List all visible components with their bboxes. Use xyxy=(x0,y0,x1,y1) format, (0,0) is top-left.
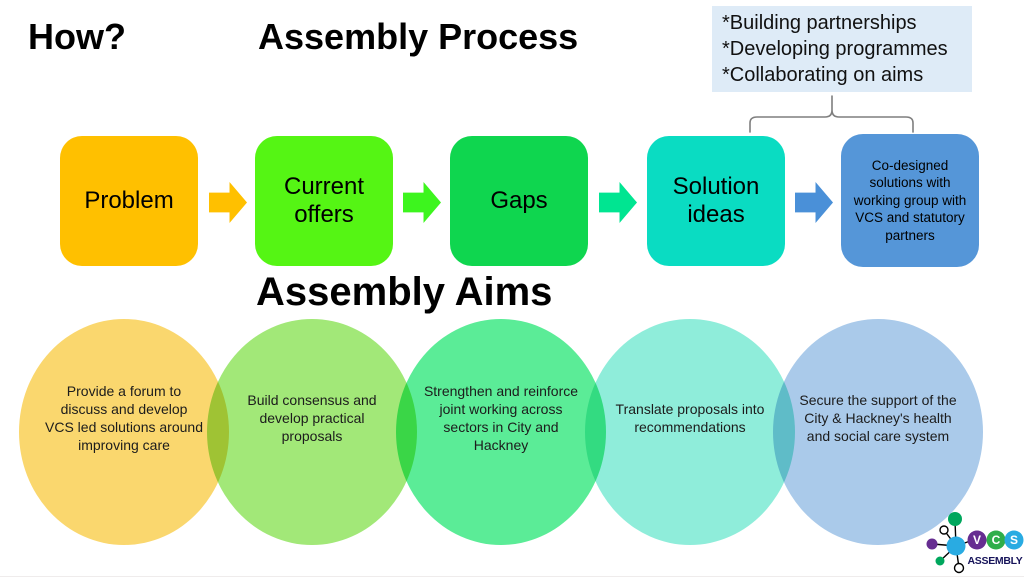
aim-circle-text: Translate proposals into recommendations xyxy=(615,401,765,435)
logo-letter-v: V xyxy=(973,533,981,547)
logo-subtitle: ASSEMBLY xyxy=(968,555,1023,567)
logo-letter-c: C xyxy=(992,533,1001,547)
page-title-how: How? xyxy=(28,16,126,57)
logo-letter-circle-v xyxy=(967,530,987,550)
logo-hub-blue xyxy=(946,536,966,556)
aim-circle-consensus: Build consensus and develop practical pr… xyxy=(207,319,417,545)
aim-circle-secure-support: Secure the support of the City & Hackney… xyxy=(773,319,983,545)
process-step-label: Problem xyxy=(84,187,174,215)
process-step-current-offers: Current offers xyxy=(255,136,393,266)
aim-circle-forum: Provide a forum to discuss and develop V… xyxy=(19,319,229,545)
aim-circle-joint-working: Strengthen and reinforce joint working a… xyxy=(396,319,606,545)
slide-bottom-edge xyxy=(0,576,1024,577)
process-step-label: Co-designed solutions with working group… xyxy=(853,157,967,243)
logo-letter-circle-c xyxy=(986,530,1006,550)
callout-line: *Building partnerships xyxy=(722,12,917,34)
process-step-solution-ideas: Solution ideas xyxy=(647,136,785,266)
logo-letter-s: S xyxy=(1010,533,1018,547)
right-arrow-icon xyxy=(599,182,637,223)
logo-node-bottom-outline xyxy=(953,562,965,574)
process-step-label: Current offers xyxy=(283,173,365,228)
right-arrow-icon xyxy=(209,182,247,223)
right-arrow-icon xyxy=(403,182,441,223)
aim-circle-text: Secure the support of the City & Hackney… xyxy=(799,392,957,444)
vcs-assembly-logo: V C S ASSEMBLY xyxy=(926,512,1024,574)
process-step-problem: Problem xyxy=(60,136,198,266)
process-step-label: Gaps xyxy=(490,187,548,215)
right-arrow-icon xyxy=(795,182,833,223)
logo-node-bottomleft-green xyxy=(935,556,945,566)
brace-connector xyxy=(749,95,914,133)
callout-line: *Collaborating on aims xyxy=(722,64,924,86)
logo-letter-circle-s xyxy=(1004,530,1024,550)
aim-circle-text: Strengthen and reinforce joint working a… xyxy=(423,383,579,453)
callout-box: *Building partnerships *Developing progr… xyxy=(712,6,972,92)
aim-circle-text: Build consensus and develop practical pr… xyxy=(247,392,377,444)
aim-circle-recommendations: Translate proposals into recommendations xyxy=(585,319,795,545)
page-title-assembly-process: Assembly Process xyxy=(258,16,579,57)
aims-title: Assembly Aims xyxy=(256,270,553,314)
process-step-co-designed-solutions: Co-designed solutions with working group… xyxy=(841,134,979,267)
logo-node-topleft-outline xyxy=(939,525,949,535)
callout-line: *Developing programmes xyxy=(722,38,948,60)
logo-node-left-purple xyxy=(926,538,938,550)
logo-node-top-green xyxy=(948,512,962,526)
process-step-gaps: Gaps xyxy=(450,136,588,266)
process-step-label: Solution ideas xyxy=(672,173,760,228)
aim-circle-text: Provide a forum to discuss and develop V… xyxy=(45,383,203,453)
